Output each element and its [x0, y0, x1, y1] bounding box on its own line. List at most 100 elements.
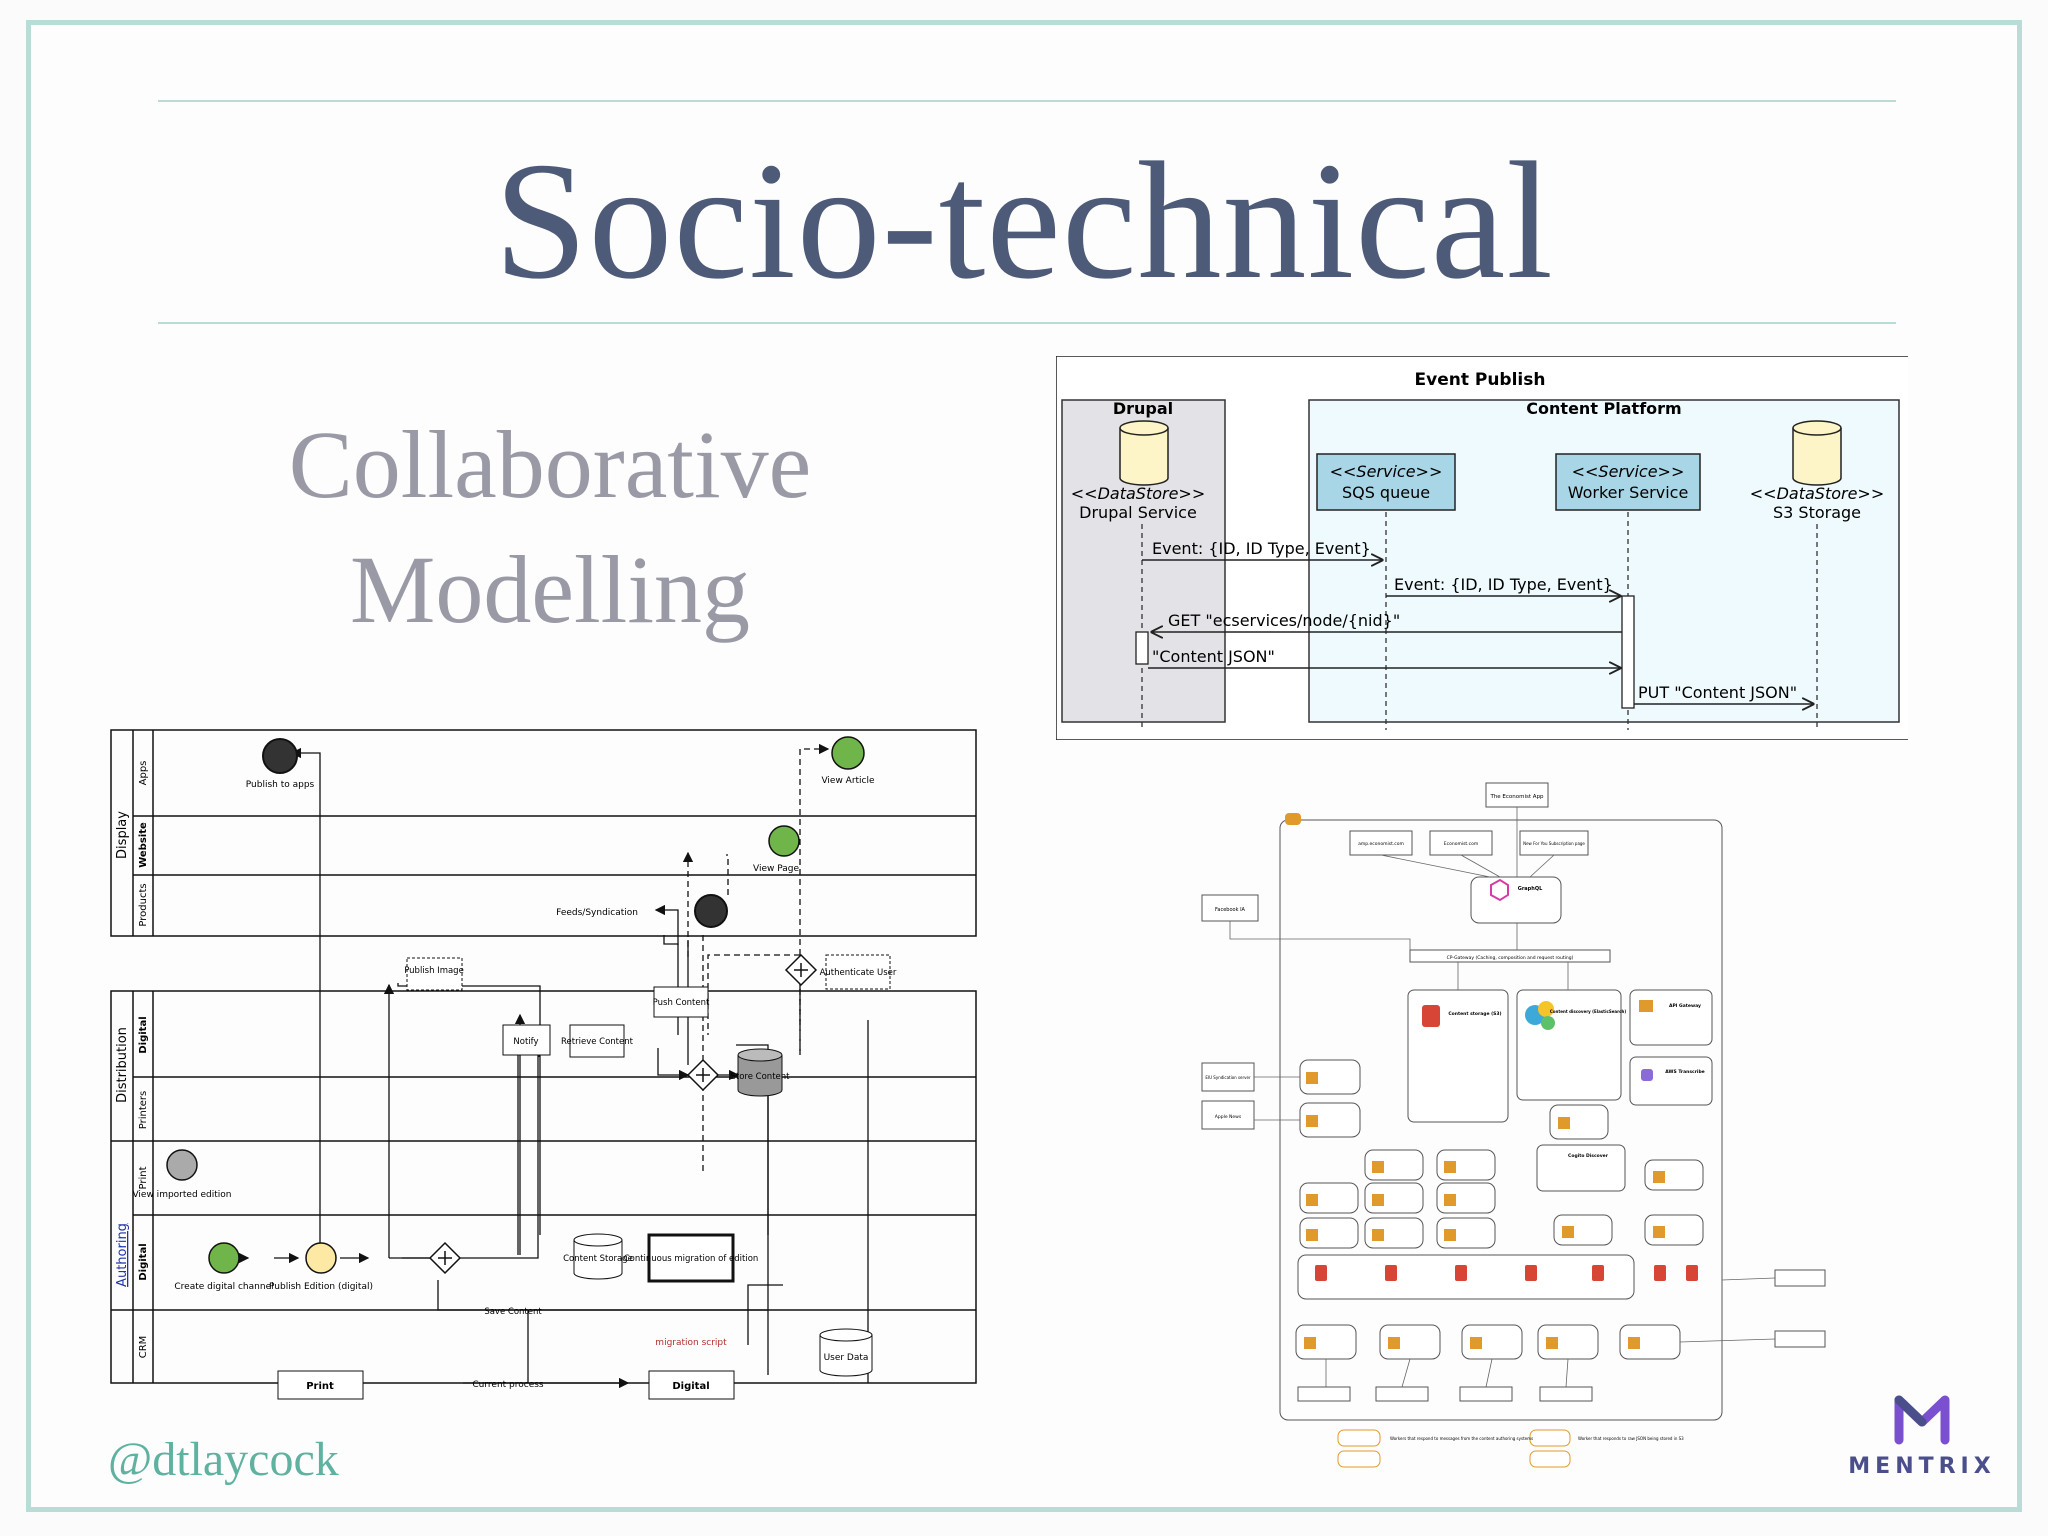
sqs-box — [1316, 453, 1456, 511]
s3-stereotype: <<DataStore>> — [1750, 484, 1884, 503]
group-distribution: Distribution — [115, 1027, 130, 1103]
worker-box — [1555, 453, 1701, 511]
publish-image-task — [406, 957, 463, 991]
mentrix-logo-icon — [1894, 1395, 1950, 1445]
publish-edition-event — [305, 1242, 337, 1274]
lane-crm: CRM — [138, 1336, 149, 1359]
view-article-event — [831, 736, 865, 770]
arch-gateway: CP-Gateway (Caching, composition and req… — [1447, 955, 1574, 961]
lane-printers: Printers — [138, 1091, 149, 1129]
push-content-task — [653, 986, 709, 1018]
arch-top-app: The Economist App — [1489, 794, 1544, 800]
digital-box-label: Digital — [672, 1381, 709, 1392]
twitter-handle: @dtlaycock — [108, 1433, 339, 1486]
top-rule — [158, 100, 1896, 102]
retrieve-content-task — [569, 1024, 625, 1058]
arch-site-1: amp.economist.com — [1358, 841, 1404, 847]
mentrix-wordmark: MENTRIX — [1848, 1454, 1996, 1479]
publish-image-label: Publish Image — [404, 966, 464, 976]
message-3: GET "ecservices/node/{nid}" — [1168, 611, 1400, 630]
s3-name: S3 Storage — [1773, 503, 1861, 522]
worker-stereotype: <<Service>> — [1572, 462, 1685, 481]
gateway-authoring — [428, 1241, 462, 1275]
digital-box — [648, 1370, 735, 1400]
arch-apple: Apple News — [1215, 1114, 1242, 1120]
arch-footer-right: Worker that responds to raw JSON being s… — [1578, 1436, 1684, 1441]
push-content-label: Push Content — [653, 998, 710, 1008]
view-page-label: View Page — [753, 864, 799, 874]
notify-label: Notify — [513, 1037, 538, 1047]
view-page-event — [768, 825, 800, 857]
mentrix-logo: MENTRIX — [1842, 1390, 2002, 1479]
arch-content-storage: Content storage (S3) — [1448, 1011, 1501, 1017]
drupal-stereotype: <<DataStore>> — [1071, 484, 1205, 503]
drupal-group-label: Drupal — [1113, 399, 1173, 418]
retrieve-content-label: Retrieve Content — [561, 1037, 634, 1047]
lane-dist-digital: Digital — [138, 1016, 149, 1053]
store-content-datastore — [737, 1048, 783, 1097]
subtitle-line-1: Collaborative — [288, 411, 812, 518]
view-imported-label: View imported edition — [132, 1190, 231, 1200]
user-data-label: User Data — [824, 1353, 869, 1363]
lane-auth-digital: Digital — [138, 1243, 149, 1280]
drupal-name: Drupal Service — [1079, 503, 1197, 522]
sqs-name: SQS queue — [1342, 483, 1430, 502]
group-authoring[interactable]: Authoring — [115, 1223, 130, 1287]
arch-content-discovery: Content discovery (ElasticSearch) — [1550, 1009, 1626, 1014]
bottom-rule — [158, 322, 1896, 324]
feeds-label: Feeds/Syndication — [556, 908, 638, 918]
gateway-display — [784, 953, 818, 987]
drupal-activation — [1135, 631, 1149, 665]
drupal-datastore-icon — [1119, 420, 1169, 486]
lane-products: Products — [138, 883, 149, 926]
publish-to-apps-label: Publish to apps — [246, 780, 315, 790]
current-process-label: Current process — [472, 1380, 544, 1390]
notify-task — [502, 1024, 551, 1056]
content-storage-datastore — [573, 1233, 623, 1280]
arch-facebook: Facebook IA — [1215, 907, 1246, 913]
create-digital-label: Create digital channel — [174, 1282, 273, 1292]
continuous-migration-task — [647, 1233, 735, 1283]
authenticate-user-task — [825, 954, 891, 990]
lane-print: Print — [138, 1166, 149, 1189]
view-imported-event — [166, 1149, 198, 1181]
gateway-distribution — [686, 1058, 720, 1092]
worker-activation — [1621, 595, 1635, 709]
feeds-event — [694, 894, 728, 928]
arch-site-2: Economist.com — [1444, 841, 1478, 847]
group-display: Display — [115, 811, 130, 859]
message-5: PUT "Content JSON" — [1638, 683, 1797, 702]
create-digital-event — [208, 1242, 240, 1274]
sequence-title: Event Publish — [1415, 370, 1546, 390]
arch-graphql: GraphQL — [1518, 886, 1543, 892]
platform-group-label: Content Platform — [1526, 399, 1681, 418]
message-1: Event: {ID, ID Type, Event} — [1152, 539, 1371, 558]
slide-title: Socio-technical — [494, 128, 1554, 314]
publish-edition-label: Publish Edition (digital) — [269, 1282, 373, 1292]
arch-cognito: Cogito Discover — [1568, 1153, 1609, 1159]
lane-website: Website — [138, 822, 149, 868]
arch-footer-left: Workers that respond to messages from th… — [1390, 1436, 1533, 1441]
store-content-label: Store Content — [731, 1072, 791, 1082]
lane-apps: Apps — [138, 761, 149, 786]
s3-datastore-icon — [1792, 420, 1842, 486]
view-article-label: View Article — [821, 776, 875, 786]
architecture-diagram: The Economist App amp.economist.com Econ… — [1201, 782, 1826, 1468]
user-data-datastore — [819, 1328, 873, 1377]
content-storage-label: Content Storage — [563, 1254, 633, 1264]
arch-site-3: New For You Subscription page — [1523, 841, 1585, 846]
arch-aws-transcribe: AWS Transcribe — [1665, 1069, 1704, 1075]
subtitle-line-2: Modelling — [350, 536, 750, 643]
publish-to-apps-event — [262, 738, 298, 774]
continuous-migration-label: Continuous migration of edition — [624, 1254, 759, 1264]
message-2: Event: {ID, ID Type, Event} — [1394, 575, 1613, 594]
print-box — [277, 1370, 364, 1400]
sqs-stereotype: <<Service>> — [1330, 462, 1443, 481]
worker-name: Worker Service — [1568, 483, 1689, 502]
message-4: "Content JSON" — [1152, 647, 1275, 666]
save-content-label: Save Content — [484, 1307, 542, 1317]
sequence-diagram: Event Publish Drupal Content Platform <<… — [1056, 356, 1908, 740]
slide-frame — [26, 20, 2022, 1512]
arch-api-gateway: API Gateway — [1669, 1003, 1701, 1009]
bpmn-diagram: Display Distribution Authoring Apps Webs… — [110, 729, 977, 1400]
